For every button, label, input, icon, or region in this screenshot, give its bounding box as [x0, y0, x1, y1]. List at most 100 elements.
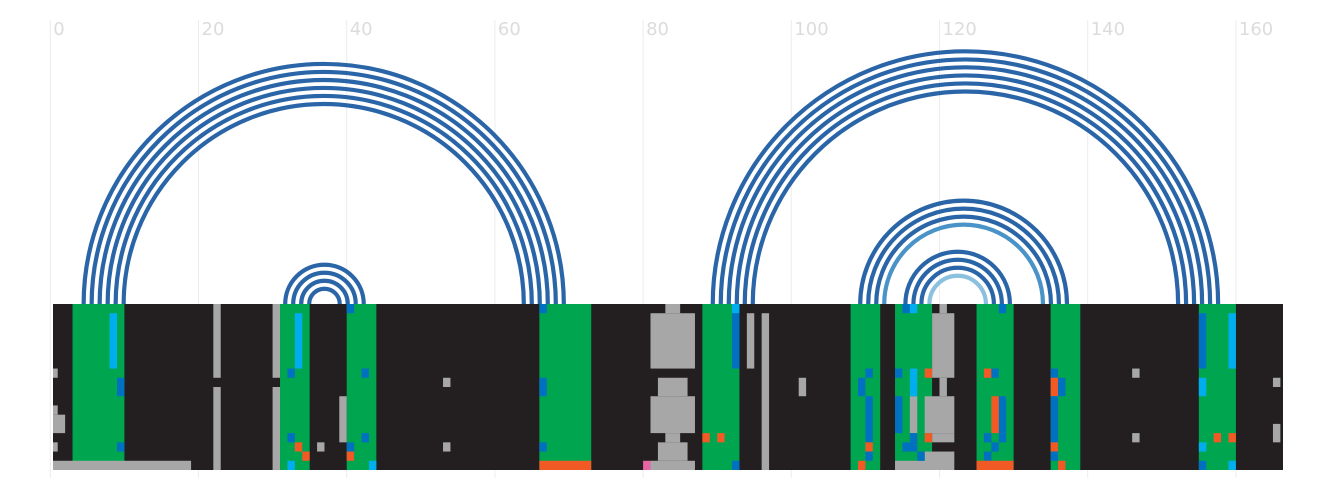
track-cell: [665, 433, 681, 443]
track-cell: [1198, 313, 1207, 369]
x-tick-label: 40: [350, 19, 373, 40]
track-cell: [1198, 460, 1207, 470]
track-cell: [991, 442, 999, 452]
track-cell: [539, 460, 592, 470]
track-cell: [1050, 442, 1059, 452]
track-cell: [939, 304, 947, 314]
track-cell: [1272, 377, 1281, 387]
arc-link: [718, 57, 1213, 305]
track-cell: [857, 460, 866, 470]
arc-link: [903, 249, 1012, 305]
track-cell: [650, 460, 695, 470]
track-cell: [287, 433, 295, 443]
x-tick-label: 160: [1239, 19, 1273, 40]
x-tick-label: 100: [794, 19, 828, 40]
track-cell: [1228, 433, 1236, 443]
track-cell: [983, 368, 992, 378]
track-cell: [991, 368, 999, 378]
track-cell: [287, 368, 295, 378]
track-cell: [983, 433, 992, 443]
track-cell: [998, 396, 1007, 443]
track-cell: [732, 313, 740, 369]
track-cell: [650, 396, 695, 434]
track-cell: [116, 442, 125, 452]
arc-link: [882, 222, 1046, 305]
track-cell: [361, 433, 369, 443]
arc-link: [121, 101, 526, 305]
arc-links: [81, 49, 1221, 305]
track-cell: [865, 368, 873, 378]
arc-link: [866, 207, 1062, 305]
track-cell: [1050, 451, 1059, 461]
track-cell: [213, 387, 221, 470]
track-cell: [346, 442, 355, 452]
track-cell: [1272, 423, 1281, 443]
track-cell: [346, 304, 355, 314]
track-cell: [1058, 377, 1066, 397]
track-column: [539, 304, 592, 470]
track-cell: [1228, 313, 1236, 369]
track-cell: [895, 368, 903, 378]
track-cell: [917, 451, 925, 461]
track-cell: [443, 377, 451, 387]
track-cell: [909, 433, 918, 443]
track-cell: [294, 313, 303, 369]
track-cell: [346, 451, 355, 461]
arc-link: [874, 214, 1054, 305]
arc-link: [97, 77, 550, 305]
arc-link: [89, 69, 558, 305]
track-cell: [924, 368, 933, 378]
arc-link: [307, 286, 342, 305]
track-cell: [53, 414, 66, 434]
track-cell: [761, 313, 770, 470]
track-cell: [1132, 433, 1140, 443]
track-cell: [932, 313, 955, 378]
track-cell: [272, 304, 281, 378]
track-cell: [53, 368, 58, 378]
track-cell: [902, 304, 910, 314]
track-cell: [909, 377, 918, 397]
track-cell: [932, 433, 955, 443]
track-cell: [1213, 433, 1222, 443]
track-cell: [1050, 368, 1059, 378]
track-cell: [302, 451, 310, 461]
track-cell: [539, 442, 547, 452]
arc-link: [858, 198, 1070, 305]
track-cell: [443, 442, 451, 452]
arc-link: [726, 65, 1205, 305]
x-tick-label: 120: [943, 19, 977, 40]
track-cell: [657, 377, 688, 397]
track-cell: [1198, 377, 1207, 397]
arc-link: [911, 257, 1004, 305]
track-cell: [902, 442, 918, 452]
track-cell: [717, 433, 725, 443]
track-cell: [213, 304, 221, 378]
arc-link: [81, 61, 566, 305]
track-cell: [865, 396, 873, 443]
track-cell: [732, 304, 740, 314]
track-cell: [909, 368, 918, 378]
heatmap-track: [53, 304, 1283, 470]
track-cell: [1050, 377, 1059, 397]
track-cell: [294, 442, 303, 452]
track-cell: [1198, 442, 1207, 452]
track-cell: [909, 396, 918, 434]
track-cell: [1132, 368, 1140, 378]
track-cell: [732, 460, 740, 470]
arc-link: [291, 270, 358, 305]
track-cell: [939, 377, 947, 397]
track-cell: [865, 451, 873, 461]
track-cell: [1058, 460, 1066, 470]
track-cell: [865, 442, 873, 452]
track-cell: [317, 442, 325, 452]
track-cell: [665, 304, 681, 314]
track-cell: [657, 442, 688, 461]
x-tick-label: 60: [498, 19, 521, 40]
track-cell: [53, 442, 58, 452]
arc-link: [113, 93, 534, 305]
track-cell: [1228, 460, 1236, 470]
track-cell: [361, 368, 369, 378]
track-cell: [643, 460, 651, 470]
track-cell: [116, 377, 125, 397]
